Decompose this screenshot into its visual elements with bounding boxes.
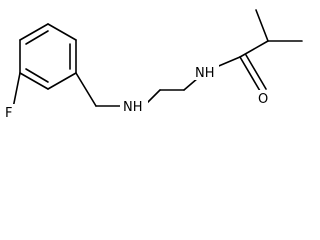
ring-bond-5 bbox=[19, 72, 49, 90]
bond-carbonyl-oxygen-2 bbox=[245, 54, 267, 90]
benzene-ring bbox=[19, 23, 77, 90]
atom-label-amide-nh: NH bbox=[195, 66, 215, 81]
molecule-structure: F NH NH O bbox=[3, 9, 303, 121]
atom-fluorine: F bbox=[3, 104, 19, 121]
structure-canvas: F NH NH O bbox=[3, 9, 303, 121]
ring-bond-1 bbox=[19, 23, 49, 41]
atom-amide-nh: NH bbox=[193, 64, 219, 81]
bond-ring-ch2 bbox=[75, 72, 97, 107]
atom-carbonyl-oxygen: O bbox=[256, 90, 270, 107]
bond-carbonyl-oxygen-1 bbox=[239, 56, 261, 92]
ring-bond-2 bbox=[47, 23, 77, 41]
atom-amine-nh: NH bbox=[120, 98, 148, 115]
bond-carbonyl-ch bbox=[239, 40, 269, 58]
bond-amine-ch2 bbox=[145, 89, 161, 105]
ring-double-bond-3 bbox=[25, 68, 49, 83]
atom-label-fluorine: F bbox=[5, 106, 12, 121]
ring-double-bond-1 bbox=[25, 30, 49, 45]
atom-label-amine-nh: NH bbox=[123, 100, 143, 115]
atom-label-carbonyl-oxygen: O bbox=[258, 92, 268, 107]
bond-ring-fluorine bbox=[12, 72, 21, 109]
ring-bond-4 bbox=[47, 72, 77, 90]
bond-ch-methyl-1 bbox=[255, 9, 269, 42]
